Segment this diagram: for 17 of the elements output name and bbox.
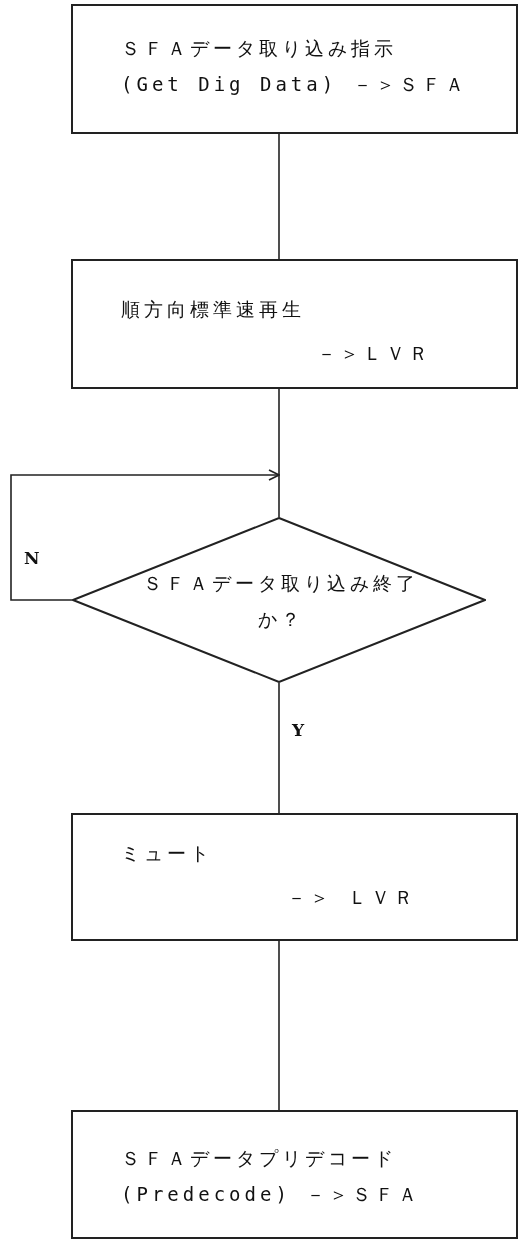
connector-line [278, 682, 280, 814]
connector-line [278, 133, 280, 260]
box-text: ミュート [121, 841, 213, 866]
box-text: 順方向標準速再生 [121, 297, 305, 322]
box-text: －＞ ＬＶＲ [287, 885, 418, 910]
box-text: －＞ＬＶＲ [317, 341, 432, 366]
box-text: ＳＦＡデータ取り込み指示 (Get Dig Data) －＞ＳＦＡ [121, 36, 468, 97]
connector-line [278, 940, 280, 1111]
decision-diamond [72, 517, 486, 683]
process-box [71, 4, 518, 134]
process-box [71, 259, 518, 389]
diamond-text: ＳＦＡデータ取り込み終了か？ [142, 571, 420, 632]
box-text: ＳＦＡデータプリデコード (Predecode) －＞ＳＦＡ [121, 1146, 422, 1207]
process-box [71, 813, 518, 941]
process-box [71, 1110, 518, 1239]
arrow [10, 469, 280, 601]
connector-line [278, 388, 280, 518]
